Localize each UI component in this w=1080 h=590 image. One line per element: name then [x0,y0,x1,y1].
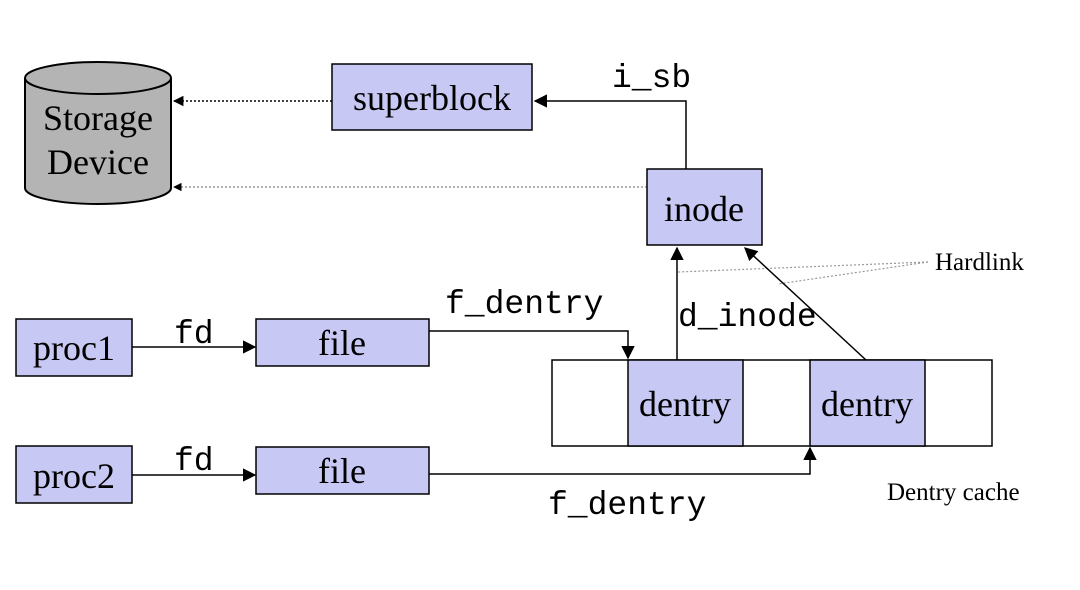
storage-device: Storage Device [24,61,172,205]
proc1-label: proc1 [33,328,115,368]
dentry-label-1: dentry [639,384,731,424]
file2-box: file [255,446,430,495]
file1-box: file [255,318,430,367]
file2-label: file [318,451,366,491]
d-inode-label: d_inode [678,299,817,336]
f-dentry-label-bottom: f_dentry [548,487,706,524]
superblock-label: superblock [353,78,511,118]
dentry-box-1 [627,359,744,447]
proc2-label: proc2 [33,456,115,496]
dentry-cache: dentry dentry [551,359,993,447]
hardlink-pointer-1 [677,261,929,273]
d-inode-arrow-2 [744,247,867,361]
i-sb-label: i_sb [612,60,691,97]
file1-label: file [318,323,366,363]
dentry-box-2 [809,359,926,447]
f-dentry-arrow-1 [429,330,635,360]
proc1-box: proc1 [15,318,133,377]
hardlink-label: Hardlink [935,249,1024,276]
fd-label-1: fd [174,316,214,353]
inode-label: inode [664,189,744,229]
storage-label-line1: Storage [43,98,153,138]
i-sb-arrow [533,94,687,169]
dentry-cache-label: Dentry cache [887,479,1020,506]
superblock-box: superblock [331,63,533,131]
f-dentry-arrow-2 [429,446,817,475]
hardlink-pointer-2 [777,261,929,285]
inode-box: inode [646,168,763,246]
proc2-box: proc2 [15,445,133,504]
dentry-label-2: dentry [821,384,913,424]
f-dentry-label-top: f_dentry [445,286,603,323]
storage-label-line2: Device [47,142,149,182]
fd-label-2: fd [174,443,214,480]
